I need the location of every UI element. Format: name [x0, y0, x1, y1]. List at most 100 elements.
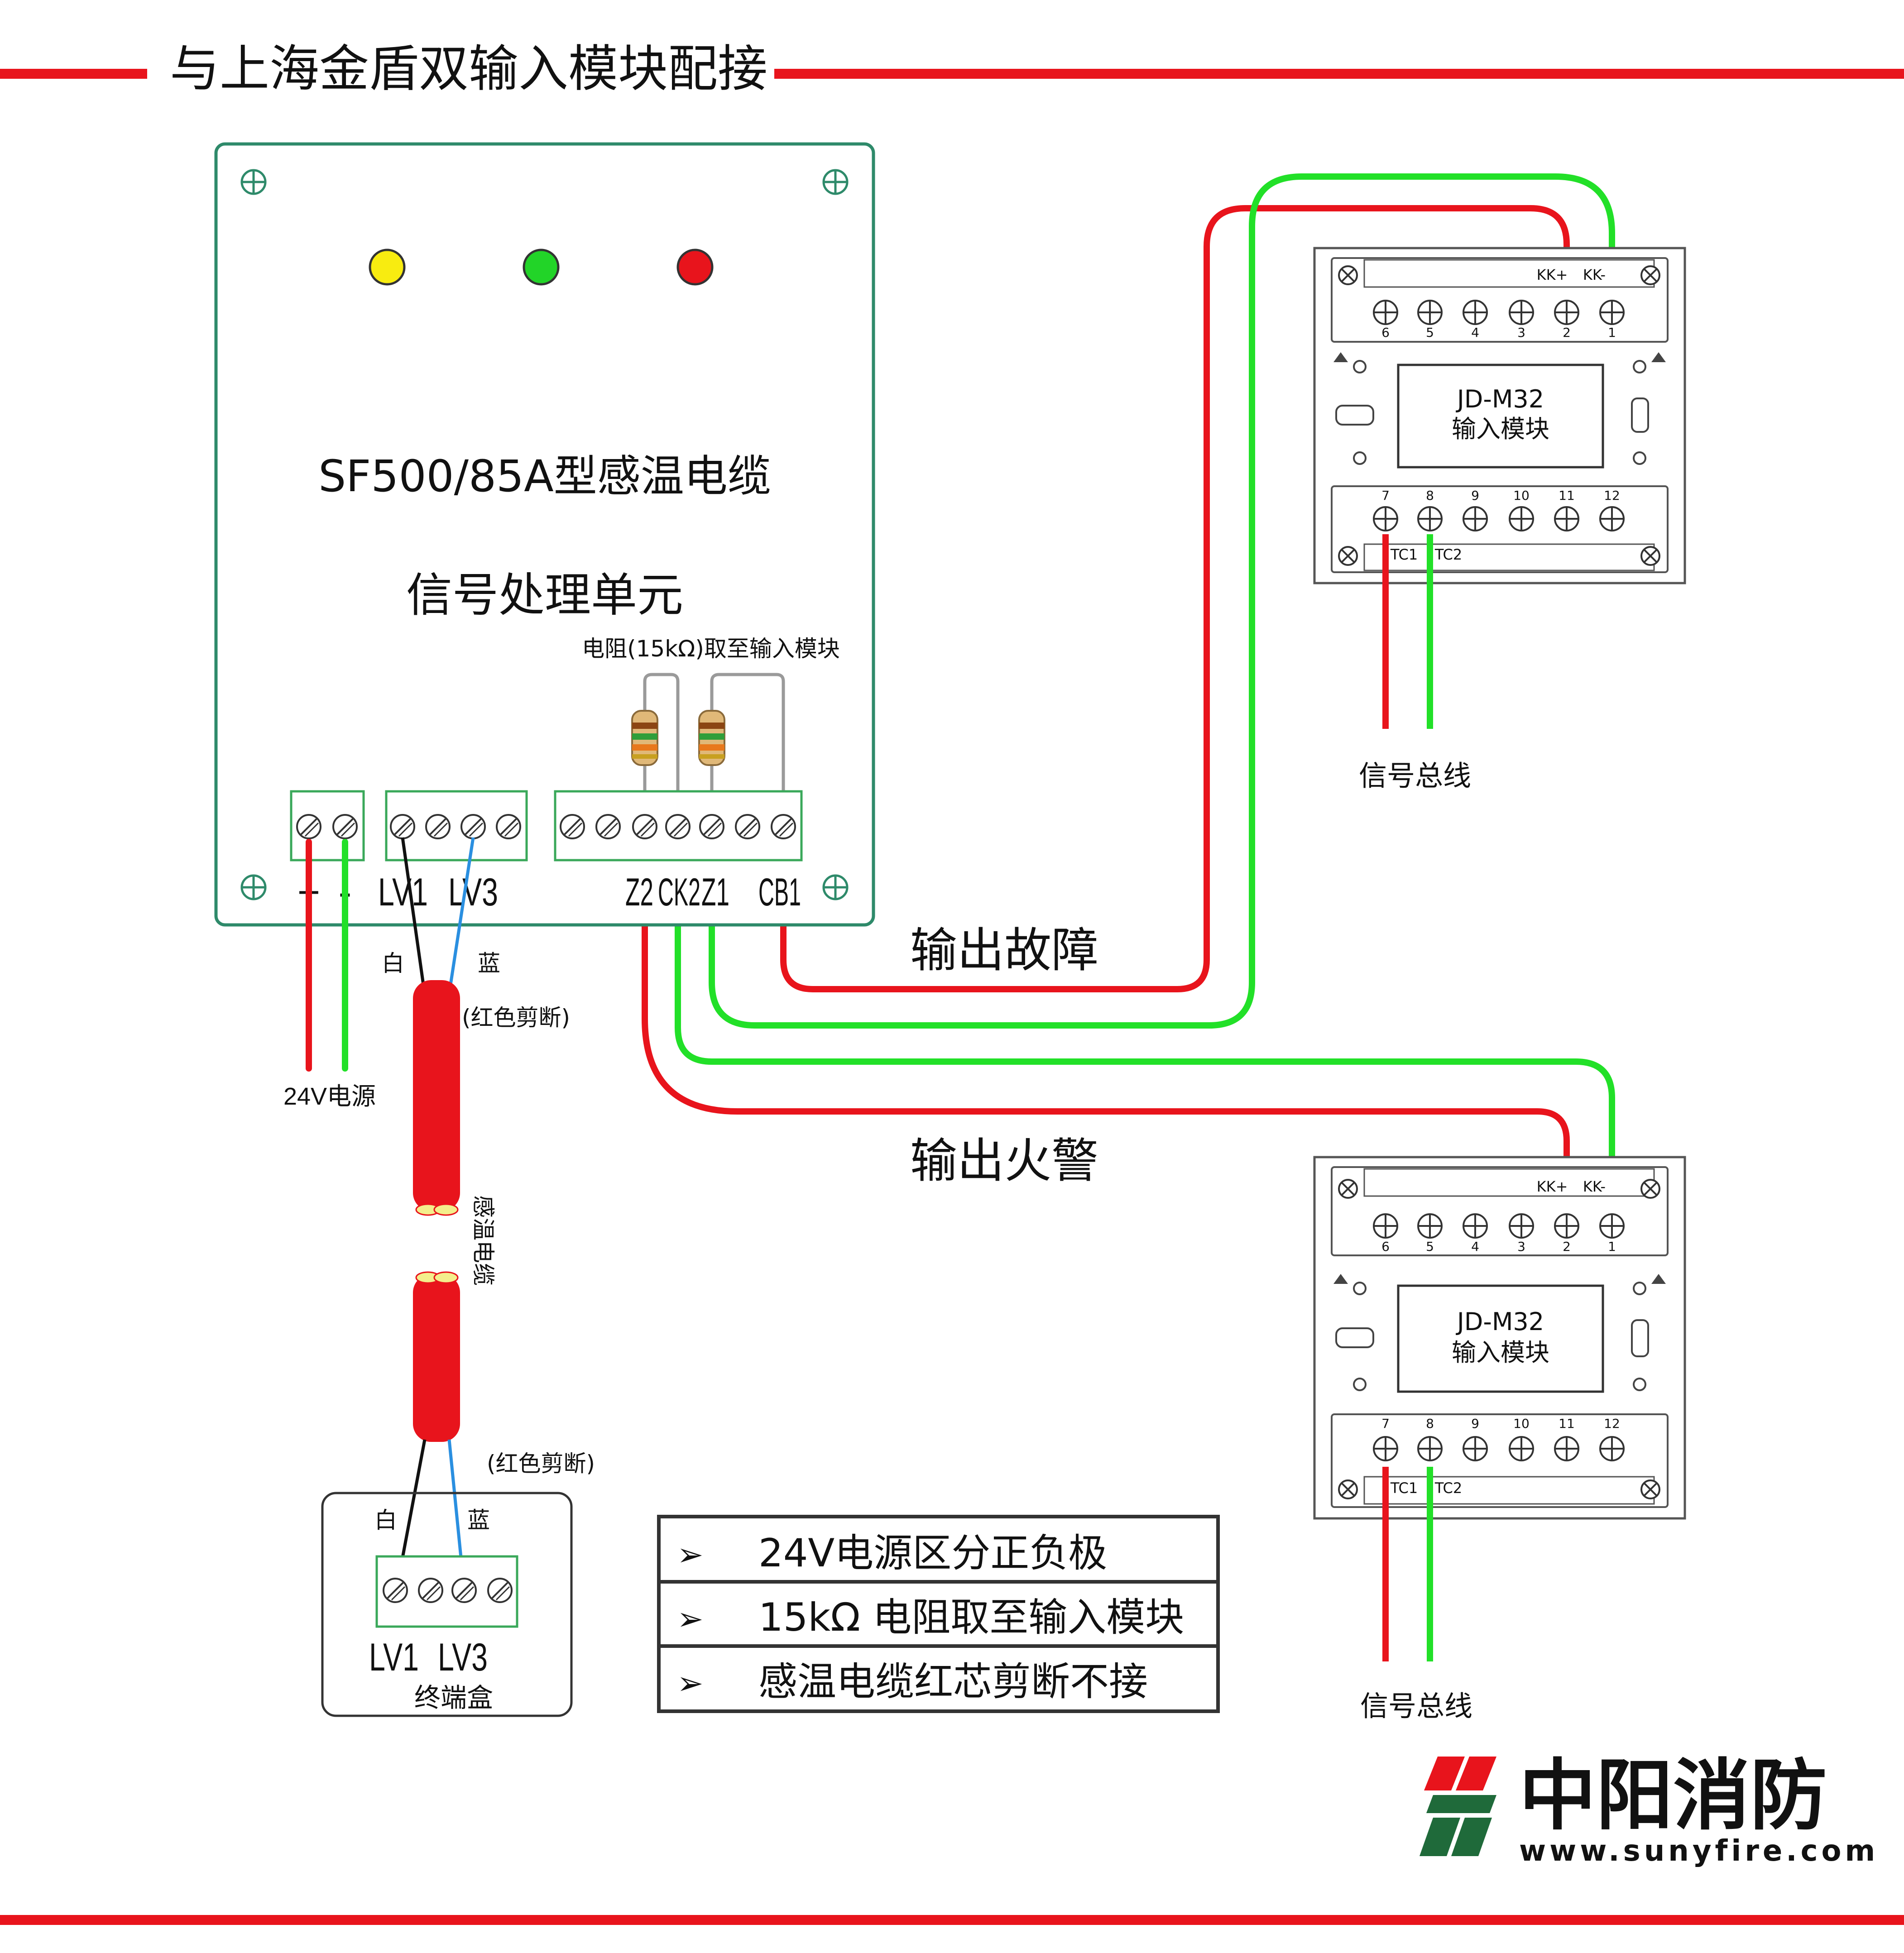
- brand-mark-icon: [1420, 1757, 1496, 1856]
- header: 与上海金盾双输入模块配接: [0, 40, 1904, 98]
- footer-rule: [0, 1915, 1904, 1925]
- header-rule-right: [774, 69, 1904, 79]
- fire-output-label: 输出火警: [910, 1133, 1098, 1188]
- svg-text:6: 6: [1381, 325, 1390, 340]
- note-1: 24V电源区分正负极: [758, 1531, 1107, 1576]
- page-title: 与上海金盾双输入模块配接: [170, 40, 767, 98]
- tc1-label: TC1: [1390, 1479, 1418, 1497]
- svg-text:3: 3: [1517, 1239, 1525, 1254]
- module-name: 输入模块: [1452, 415, 1549, 443]
- fire-wire-red: [642, 843, 1570, 1230]
- svg-text:2: 2: [1563, 1239, 1571, 1254]
- processor-title: SF500/85A型感温电缆: [318, 451, 771, 502]
- brand-url: www.sunyfire.com: [1519, 1834, 1879, 1868]
- terminal-z2-label: Z2: [625, 871, 653, 914]
- end-lv3-label: LV3: [438, 1636, 488, 1679]
- terminal-z1-label: Z1: [701, 871, 729, 914]
- svg-text:8: 8: [1426, 1416, 1434, 1431]
- module-label-plate: [1397, 364, 1604, 469]
- white-core-wire: [401, 837, 425, 985]
- note-arrow-icon: ➢: [677, 1665, 704, 1702]
- svg-text:2: 2: [1563, 325, 1571, 340]
- note-2: 15kΩ 电阻取至输入模块: [758, 1595, 1184, 1640]
- power-label: 24V电源: [283, 1083, 376, 1110]
- header-rule-left: [0, 69, 147, 79]
- svg-text:7: 7: [1381, 488, 1390, 503]
- svg-text:10: 10: [1513, 1416, 1530, 1431]
- terminal-ck2-label: CK2: [658, 871, 700, 914]
- terminal-lv3-label: LV3: [448, 871, 498, 914]
- terminal-lv1-label: LV1: [378, 871, 428, 914]
- processor-subtitle: 信号处理单元: [406, 569, 683, 622]
- signal-processor-unit: SF500/85A型感温电缆 信号处理单元 电阻(15kΩ)取至输入模块 + -…: [214, 142, 875, 927]
- svg-text:11: 11: [1559, 488, 1575, 503]
- fault-output-wires: [709, 173, 1615, 1029]
- power-wires: [306, 839, 348, 1072]
- tc1-label: TC1: [1390, 546, 1418, 563]
- svg-text:5: 5: [1426, 1239, 1434, 1254]
- svg-text:1: 1: [1608, 1239, 1616, 1254]
- svg-text:4: 4: [1471, 325, 1479, 340]
- svg-text:12: 12: [1604, 488, 1620, 503]
- kk-plus-label: KK+: [1537, 1178, 1568, 1195]
- cable-label: 感温电缆: [470, 1195, 496, 1286]
- svg-text:8: 8: [1426, 488, 1434, 503]
- fault-wire-red: [780, 205, 1570, 992]
- end-box-label: 终端盒: [414, 1682, 493, 1713]
- green-led-icon: [523, 249, 560, 286]
- terminal-labels: + - LV1 LV3 Z2 CK2 Z1 CB1: [297, 871, 801, 914]
- corner-screw-icon: [242, 876, 265, 899]
- heat-sensing-cable: 感温电缆: [413, 980, 496, 1442]
- kk-minus-label: KK-: [1583, 1178, 1606, 1195]
- blue-core-wire: [449, 837, 475, 985]
- kk-plus-label: KK+: [1537, 266, 1568, 283]
- fault-output-label: 输出故障: [910, 923, 1098, 978]
- end-blue-label: 蓝: [467, 1507, 490, 1533]
- end-red-cut-note: (红色剪断): [487, 1450, 595, 1477]
- brand-name: 中阳消防: [1519, 1751, 1827, 1841]
- terminal-cb1-label: CB1: [758, 871, 801, 914]
- resistor-15k-icon: [631, 710, 658, 766]
- corner-screw-icon: [242, 170, 265, 194]
- note-3: 感温电缆红芯剪断不接: [758, 1659, 1148, 1704]
- note-arrow-icon: ➢: [677, 1600, 704, 1637]
- svg-text:11: 11: [1559, 1416, 1575, 1431]
- svg-text:3: 3: [1517, 325, 1525, 340]
- input-module-top: KK+ KK- 6 5 4 3 2 1 JD-M32 输入模块 7 8 9 10 11 12 TC1…: [1313, 247, 1686, 584]
- blue-core-label: 蓝: [478, 950, 500, 977]
- end-lv1-label: LV1: [369, 1636, 419, 1679]
- resistor-15k-icon: [698, 710, 725, 766]
- corner-screw-icon: [824, 170, 847, 194]
- cable-segment-lower: [413, 1274, 460, 1442]
- cable-segment-upper: [413, 980, 460, 1211]
- red-led-icon: [676, 249, 714, 286]
- module-name: 输入模块: [1452, 1338, 1549, 1367]
- resistor-note: 电阻(15kΩ)取至输入模块: [582, 636, 840, 662]
- fire-output-wires: [642, 843, 1615, 1230]
- red-core-cut-note: (红色剪断): [462, 1005, 570, 1031]
- white-core-label: 白: [382, 950, 404, 977]
- tc2-label: TC2: [1434, 546, 1462, 563]
- svg-text:1: 1: [1608, 325, 1616, 340]
- module-model: JD-M32: [1456, 385, 1544, 413]
- svg-text:5: 5: [1426, 325, 1434, 340]
- end-box-frame: [321, 1492, 573, 1717]
- yellow-led-icon: [369, 249, 406, 286]
- corner-screw-icon: [824, 876, 847, 899]
- tc2-label: TC2: [1434, 1479, 1462, 1497]
- bus-label-bottom: 信号总线: [1360, 1690, 1472, 1723]
- brand-logo: 中阳消防 www.sunyfire.com: [1420, 1751, 1879, 1868]
- kk-minus-label: KK-: [1583, 266, 1606, 283]
- svg-text:10: 10: [1513, 488, 1530, 503]
- module-model: JD-M32: [1456, 1307, 1544, 1336]
- fault-wire-green: [709, 173, 1615, 1029]
- bus-label-top: 信号总线: [1359, 759, 1471, 792]
- svg-text:12: 12: [1604, 1416, 1620, 1431]
- svg-text:9: 9: [1471, 1416, 1479, 1431]
- notes-box: ➢ 24V电源区分正负极 ➢ 15kΩ 电阻取至输入模块 ➢ 感温电缆红芯剪断不…: [657, 1515, 1220, 1713]
- svg-text:9: 9: [1471, 488, 1479, 503]
- module-label-plate: [1397, 1284, 1604, 1393]
- end-box: (红色剪断) 白 蓝 LV1 LV3 终端盒: [321, 1439, 595, 1717]
